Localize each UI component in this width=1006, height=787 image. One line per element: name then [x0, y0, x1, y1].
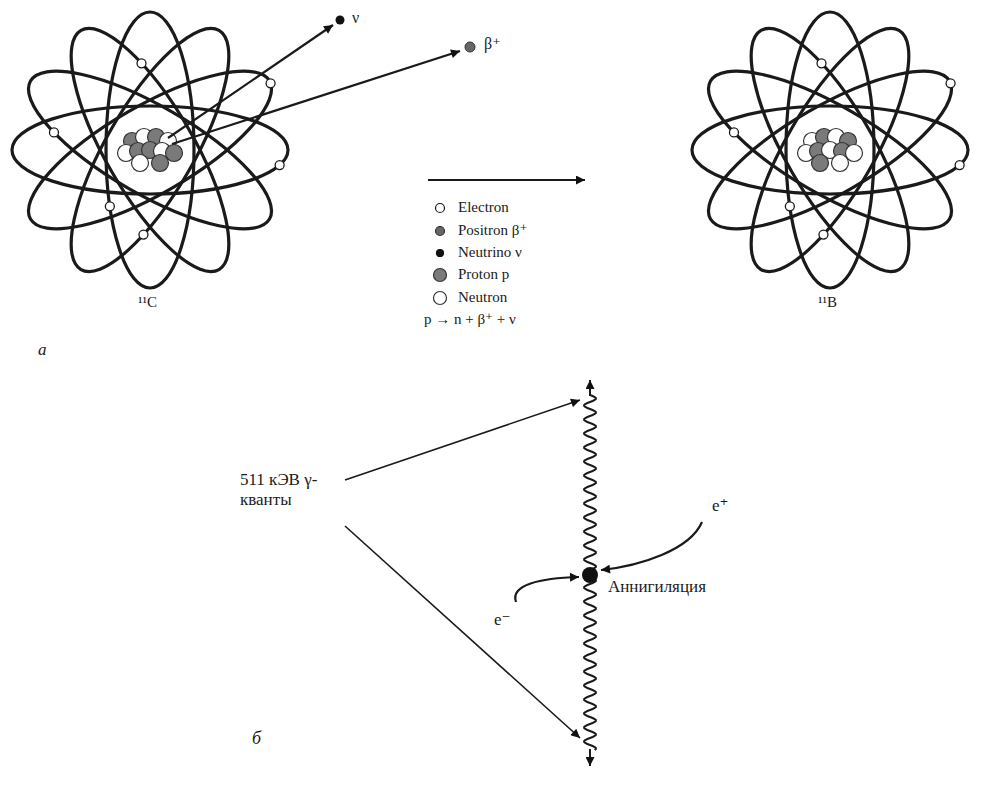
gamma-pointer	[345, 526, 580, 738]
legend-text: Neutrino ν	[458, 243, 522, 261]
neutrino-arrow	[168, 25, 333, 138]
gamma-label: 511 кЭВ γ-кванты	[240, 470, 336, 511]
annihilation-point	[582, 567, 598, 583]
electron-orbit	[8, 43, 291, 257]
electron	[137, 59, 146, 68]
electron-orbit	[692, 106, 968, 194]
gamma-arrow	[589, 749, 591, 766]
legend-text: Electron	[458, 198, 509, 216]
neutrino-sample	[437, 250, 444, 257]
reaction-equation: p → n + β⁺ + ν	[424, 310, 516, 328]
electron	[946, 79, 955, 88]
gamma-arrow	[589, 380, 591, 396]
proton	[152, 155, 169, 172]
electron-sample	[436, 204, 445, 213]
panel-letter: а	[38, 340, 47, 360]
legend-text: Neutron	[458, 288, 507, 306]
electron-orbit	[786, 12, 874, 288]
positron	[465, 42, 475, 52]
electron	[105, 202, 114, 211]
electron-orbit	[688, 43, 971, 257]
electron	[49, 128, 58, 137]
electron	[785, 202, 794, 211]
electron	[139, 230, 148, 239]
electron-orbit	[106, 12, 194, 288]
legend-text: Proton p	[458, 265, 509, 283]
particle-path	[601, 522, 702, 570]
neutrino	[336, 16, 345, 25]
particle-path	[515, 577, 579, 602]
neutron-sample	[434, 292, 447, 305]
electron	[819, 230, 828, 239]
neutron	[832, 155, 849, 172]
annihilation-label: Аннигиляция	[608, 577, 706, 597]
proton	[812, 155, 829, 172]
legend-text: Positron β⁺	[458, 221, 527, 239]
boron-atom	[688, 8, 971, 291]
carbon-atom	[8, 8, 291, 291]
particle-label: e⁺	[712, 496, 729, 516]
positron-sample	[436, 227, 445, 236]
particle-label: e⁻	[494, 610, 511, 630]
electron	[266, 79, 275, 88]
electron	[817, 59, 826, 68]
panel-letter: б	[252, 728, 261, 750]
gamma-pointer	[345, 400, 580, 480]
isotope-label: ¹¹B	[818, 293, 837, 311]
electron	[275, 161, 284, 170]
decay-arrow	[428, 179, 585, 181]
positron-arrow	[172, 51, 460, 144]
isotope-label: ¹¹C	[138, 293, 157, 311]
electron	[955, 161, 964, 170]
proton-sample	[434, 269, 447, 282]
electron	[729, 128, 738, 137]
particle-label: β⁺	[484, 34, 501, 53]
particle-label: ν	[352, 8, 359, 27]
neutron	[132, 155, 149, 172]
